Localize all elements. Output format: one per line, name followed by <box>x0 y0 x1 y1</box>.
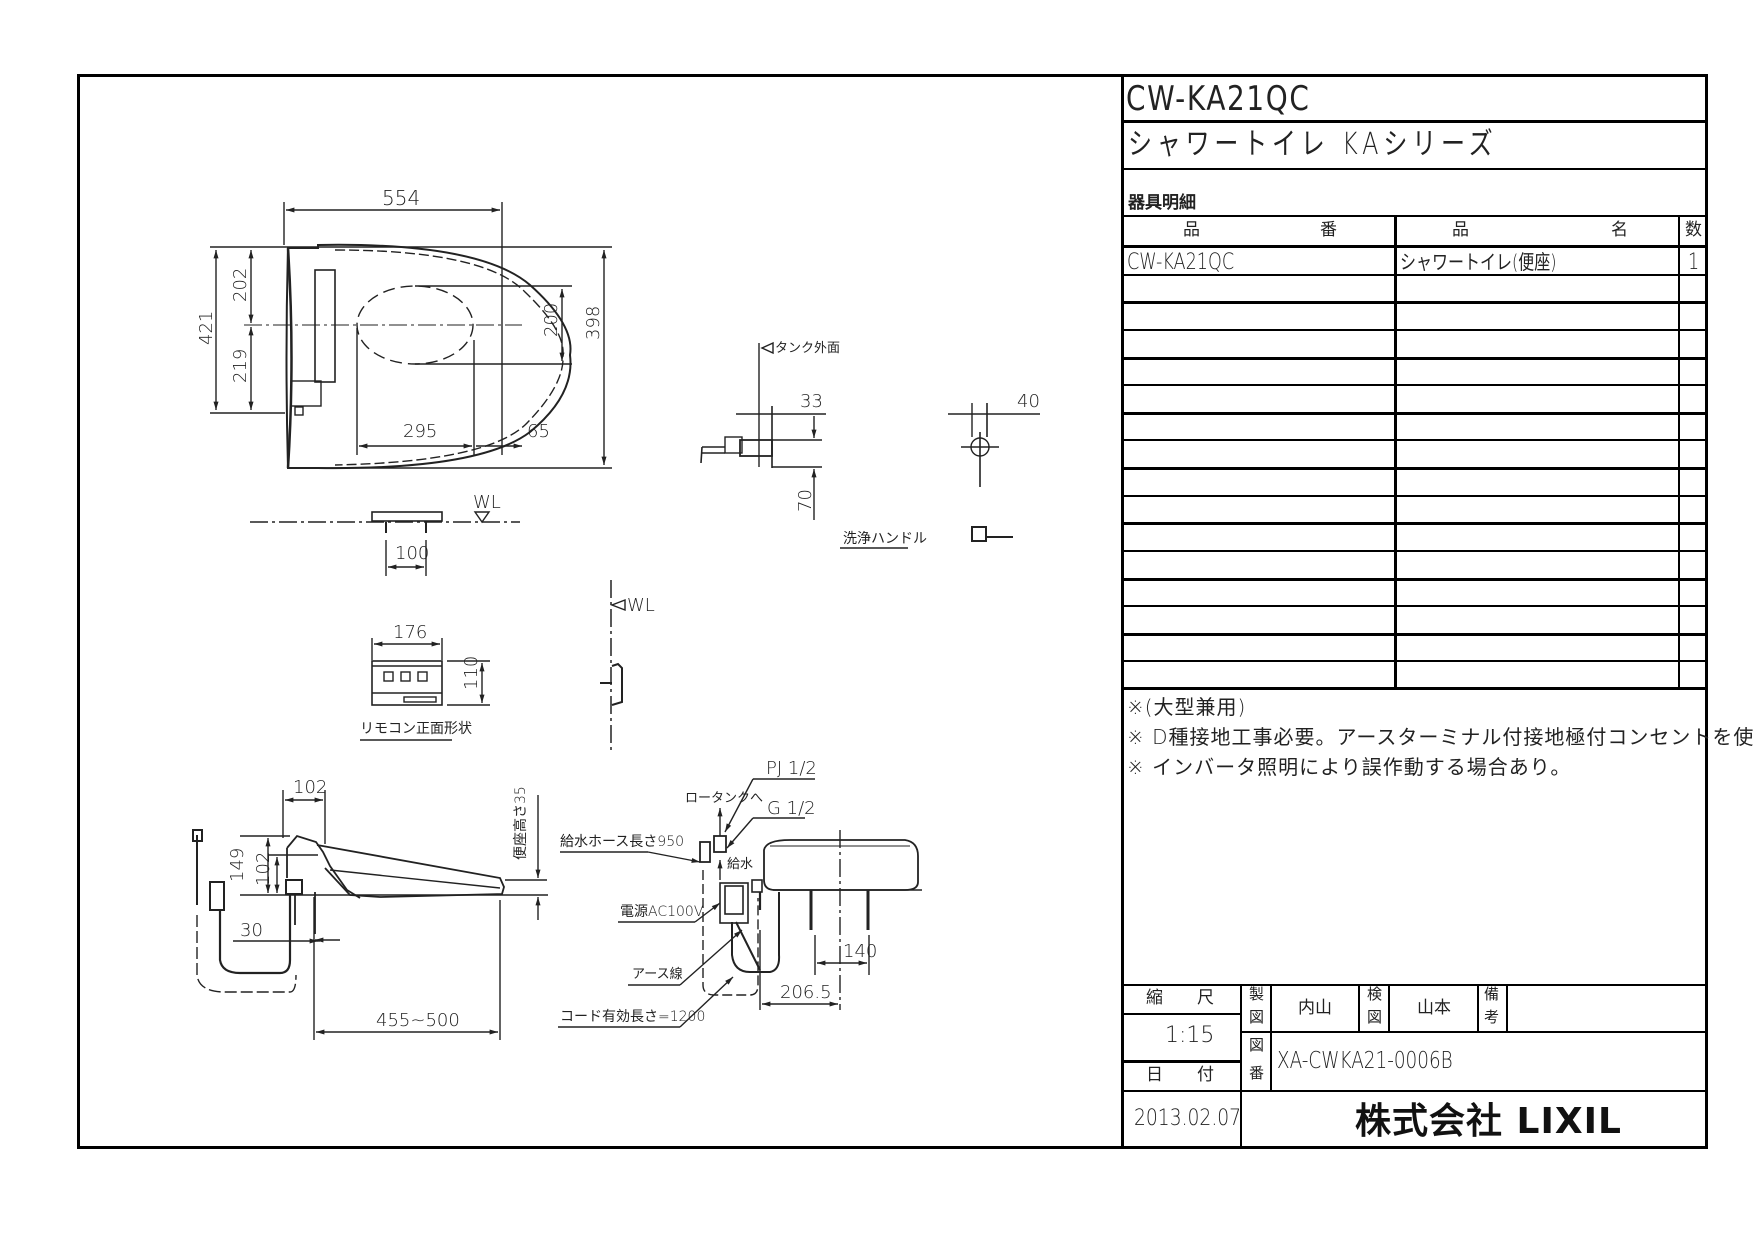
dim-opening-width: 200 <box>541 302 562 337</box>
table-row-line <box>1122 660 1708 662</box>
table-row-line <box>1122 550 1708 552</box>
drawing-no-label-b: 番 <box>1249 1064 1265 1082</box>
wl-label: WL <box>473 492 501 513</box>
table-row-line <box>1122 467 1708 470</box>
table-row-line <box>1122 633 1708 636</box>
table-row-line <box>1122 412 1708 415</box>
table-row-line <box>1122 301 1708 304</box>
parts-list-label: 器具明細 <box>1128 193 1196 213</box>
dim-back: 102 <box>293 777 328 798</box>
dim-opening-length: 295 <box>403 421 438 442</box>
table-row-line <box>1122 384 1708 386</box>
drawing-frame <box>77 74 1708 1149</box>
company-logo: 株式会社 LIXIL <box>1355 1101 1622 1142</box>
dim-side-height: 149 <box>227 847 248 882</box>
header-qty: 数 <box>1685 220 1702 240</box>
hose-length-label: 給水ホース長さ950 <box>560 834 685 850</box>
dim-handle-spacing: 40 <box>1017 391 1040 412</box>
drawing-number: XA-CWKA21-0006B <box>1277 1048 1453 1074</box>
dim-width-total: 421 <box>196 310 217 345</box>
dim-lower: 219 <box>230 348 251 383</box>
dim-remote-height: 110 <box>461 655 482 690</box>
remarks-label-a: 備 <box>1484 985 1500 1003</box>
scale-label: 縮 尺 <box>1146 988 1214 1008</box>
cord-length-label: コード有効長さ=1200 <box>560 1009 706 1025</box>
dim-side-height2: 102 <box>253 851 274 886</box>
ground-wire-label: アース線 <box>632 967 683 982</box>
remote-side-drawing <box>600 580 626 750</box>
table-row-line <box>1122 329 1708 331</box>
checked-label-a: 検 <box>1367 985 1383 1003</box>
dim-front-center: 206.5 <box>780 982 832 1003</box>
scale-value: 1:15 <box>1165 1023 1215 1048</box>
power-label: 電源AC100V <box>620 904 704 920</box>
dim-side-offset: 30 <box>240 920 263 941</box>
remarks-label-b: 考 <box>1484 1008 1500 1026</box>
dim-upper: 202 <box>230 267 251 302</box>
remote-side-wl: WL <box>627 595 655 616</box>
dim-front-spacing: 140 <box>843 941 878 962</box>
note-1: ※(大型兼用) <box>1127 695 1247 719</box>
drawn-label-b: 図 <box>1249 1008 1265 1026</box>
drawn-by: 内山 <box>1298 998 1332 1018</box>
dim-side-range: 455~500 <box>376 1010 460 1031</box>
series-title: シャワートイレ KAシリーズ <box>1128 127 1498 162</box>
to-tank-label: ロータンクへ <box>685 791 764 806</box>
table-row-line <box>1122 495 1708 497</box>
table-row-line <box>1122 274 1708 276</box>
drawn-label-a: 製 <box>1249 985 1265 1003</box>
note-2: ※ D種接地工事必要。アースターミナル付接地極付コンセントを使用のこと。 <box>1127 725 1754 749</box>
table-row-line <box>1122 605 1708 607</box>
front-view-drawing <box>558 778 922 1028</box>
table-row-line <box>1122 578 1708 581</box>
dim-remote-width: 176 <box>393 622 428 643</box>
date-value: 2013.02.07 <box>1134 1106 1242 1131</box>
remote-front-caption: リモコン正面形状 <box>360 721 472 737</box>
model-title: CW-KA21QC <box>1126 79 1311 119</box>
table-row-line <box>1122 357 1708 360</box>
flush-handle-caption: 洗浄ハンドル <box>843 531 927 547</box>
side-view-drawing <box>192 790 548 1040</box>
supply-label: 給水 <box>727 857 754 872</box>
header-part-no-b: 番 <box>1320 220 1337 240</box>
row-qty: 1 <box>1688 250 1700 275</box>
header-part-name-b: 名 <box>1611 220 1628 240</box>
dim-length: 554 <box>382 186 421 210</box>
row-part-no: CW-KA21QC <box>1127 250 1235 275</box>
dim-wall-spacing: 100 <box>395 543 430 564</box>
flush-handle-drawing <box>700 341 1040 549</box>
top-view-drawing <box>210 202 612 470</box>
note-3: ※ インバータ照明により誤作動する場合あり。 <box>1127 755 1572 779</box>
table-row-line <box>1122 439 1708 441</box>
dim-handle-offset: 33 <box>800 391 823 412</box>
tank-face-label: タンク外面 <box>775 341 841 356</box>
checked-label-b: 図 <box>1367 1008 1383 1026</box>
date-label: 日 付 <box>1146 1065 1214 1085</box>
checked-by: 山本 <box>1417 998 1451 1018</box>
row-part-name: シャワートイレ(便座) <box>1400 250 1557 274</box>
pj-label: PJ 1/2 <box>766 758 817 779</box>
dim-handle-height: 70 <box>795 489 816 512</box>
remote-front-drawing <box>360 638 490 741</box>
header-part-no-a: 品 <box>1183 220 1200 240</box>
table-row-line <box>1122 522 1708 525</box>
drawing-no-label-a: 図 <box>1249 1036 1265 1054</box>
seat-height-label: 便座高さ35 <box>513 786 529 860</box>
g-label: G 1/2 <box>767 798 816 819</box>
dim-front: 65 <box>527 421 550 442</box>
dim-seat-width: 398 <box>583 305 604 340</box>
wall-plate-drawing <box>250 511 520 576</box>
header-part-name-a: 品 <box>1452 220 1469 240</box>
